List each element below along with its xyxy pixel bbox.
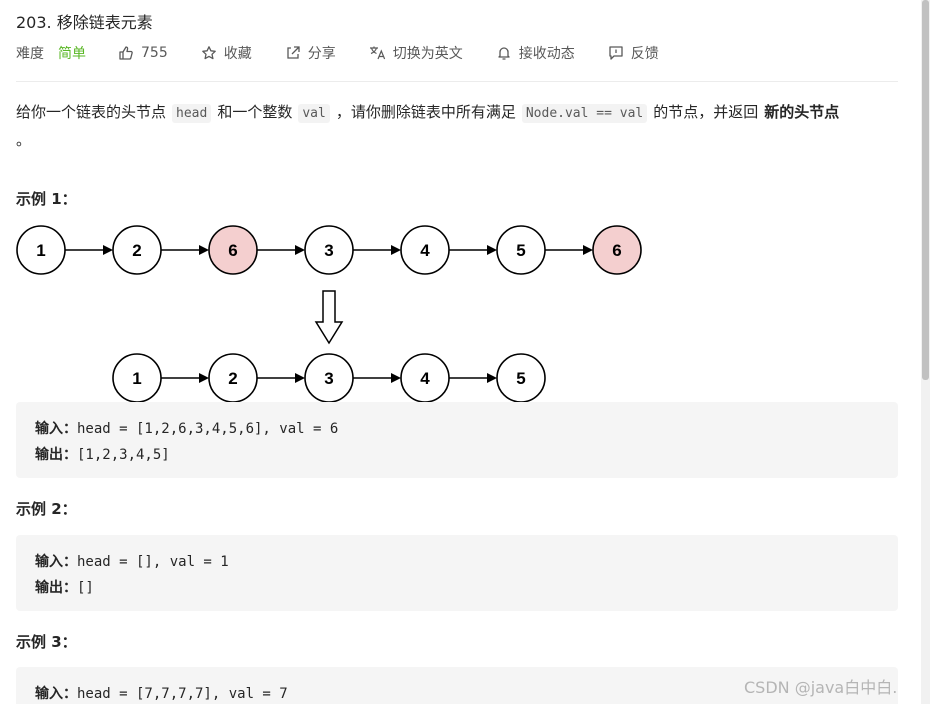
ex1-input-label: 输入：: [35, 421, 77, 437]
after-node-label-3: 4: [420, 369, 430, 388]
thumb-up-icon: [119, 46, 133, 60]
code-condition: Node.val == val: [521, 104, 648, 123]
translate-button[interactable]: 切换为英文: [369, 43, 463, 63]
before-node-label-4: 4: [420, 241, 430, 260]
desc-text-3: ，请你删除链表中所有满足: [335, 103, 516, 121]
watermark: CSDN @java白中白.: [744, 678, 898, 697]
translate-label: 切换为英文: [392, 46, 463, 62]
ex2-output: []: [77, 580, 94, 596]
desc-text-4: 的节点，并返回: [653, 103, 759, 121]
ex3-input: head = [7,7,7,7], val = 7: [77, 686, 288, 702]
page-scrollbar[interactable]: [921, 0, 930, 704]
desc-text-5: 。: [16, 131, 32, 149]
before-arrow-1-head: [199, 245, 209, 255]
before-node-label-2: 6: [228, 241, 237, 260]
ex2-input-label: 输入：: [35, 554, 77, 570]
example-1-heading: 示例 1：: [16, 190, 77, 208]
before-arrow-0-head: [103, 245, 113, 255]
before-node-label-5: 5: [516, 241, 525, 260]
before-arrow-3-head: [391, 245, 401, 255]
ex2-output-label: 输出：: [35, 580, 77, 596]
after-arrow-2-head: [391, 373, 401, 383]
subscribe-label: 接收动态: [518, 46, 575, 62]
share-label: 分享: [307, 46, 336, 62]
feedback-icon: [609, 46, 623, 60]
transform-down-arrow: [314, 290, 344, 345]
before-node-6: [592, 225, 642, 275]
before-node-3: [304, 225, 354, 275]
bell-icon: [498, 47, 510, 60]
like-button[interactable]: 755: [118, 45, 168, 61]
before-node-2: [208, 225, 258, 275]
ex1-output-label: 输出：: [35, 447, 77, 463]
after-node-label-4: 5: [516, 369, 525, 388]
before-node-5: [496, 225, 546, 275]
before-arrow-5-head: [583, 245, 593, 255]
desc-bold-new-head: 新的头节点: [764, 103, 840, 121]
after-node-label-0: 1: [132, 369, 141, 388]
code-head: head: [172, 104, 212, 123]
difficulty-badge: 简单: [58, 46, 86, 62]
after-arrow-0-head: [199, 373, 209, 383]
example-3-heading: 示例 3：: [16, 633, 77, 651]
code-val: val: [298, 104, 330, 123]
ex1-output: [1,2,3,4,5]: [77, 447, 170, 463]
linked-list-diagram: 1 2 6 3 4 5 6 1 2 3 4 5: [16, 225, 642, 403]
before-node-label-1: 2: [132, 241, 141, 260]
ex3-input-label: 输入：: [35, 686, 77, 702]
scrollbar-thumb[interactable]: [922, 0, 929, 380]
problem-description: 给你一个链表的头节点 head 和一个整数 val ，请你删除链表中所有满足 Node.v…: [16, 99, 898, 153]
before-node-4: [400, 225, 450, 275]
feedback-label: 反馈: [630, 46, 659, 62]
before-node-label-6: 6: [612, 241, 621, 260]
problem-meta-bar: 难度 简单 755 收藏 分享 切换为英文: [16, 42, 692, 64]
example-3-block: 输入：head = [7,7,7,7], val = 7: [16, 667, 898, 704]
after-arrow-1-head: [295, 373, 305, 383]
after-node-label-2: 3: [324, 369, 333, 388]
translate-icon: [369, 46, 385, 60]
feedback-button[interactable]: 反馈: [608, 43, 659, 63]
before-node-label-3: 3: [324, 241, 333, 260]
before-arrow-4-head: [487, 245, 497, 255]
header-divider: [16, 81, 898, 82]
like-count: 755: [141, 45, 168, 61]
before-node-0: [16, 225, 66, 275]
example-2-block: 输入：head = [], val = 1 输出：[]: [16, 535, 898, 611]
problem-title: 203. 移除链表元素: [16, 13, 153, 32]
favorite-label: 收藏: [223, 46, 252, 62]
share-button[interactable]: 分享: [285, 43, 336, 63]
subscribe-button[interactable]: 接收动态: [496, 43, 575, 63]
after-arrow-3-head: [487, 373, 497, 383]
star-icon: [201, 46, 216, 60]
after-node-label-1: 2: [228, 369, 237, 388]
favorite-button[interactable]: 收藏: [201, 43, 252, 63]
before-node-1: [112, 225, 162, 275]
difficulty-label: 难度: [16, 46, 44, 62]
desc-text-2: 和一个整数: [217, 103, 293, 121]
before-node-label-0: 1: [36, 241, 45, 260]
desc-text-1: 给你一个链表的头节点: [16, 103, 167, 121]
ex1-input: head = [1,2,6,3,4,5,6], val = 6: [77, 421, 339, 437]
share-icon: [287, 46, 300, 59]
ex2-input: head = [], val = 1: [77, 554, 229, 570]
example-1-block: 输入：head = [1,2,6,3,4,5,6], val = 6 输出：[1…: [16, 402, 898, 478]
example-2-heading: 示例 2：: [16, 500, 77, 518]
before-arrow-2-head: [295, 245, 305, 255]
